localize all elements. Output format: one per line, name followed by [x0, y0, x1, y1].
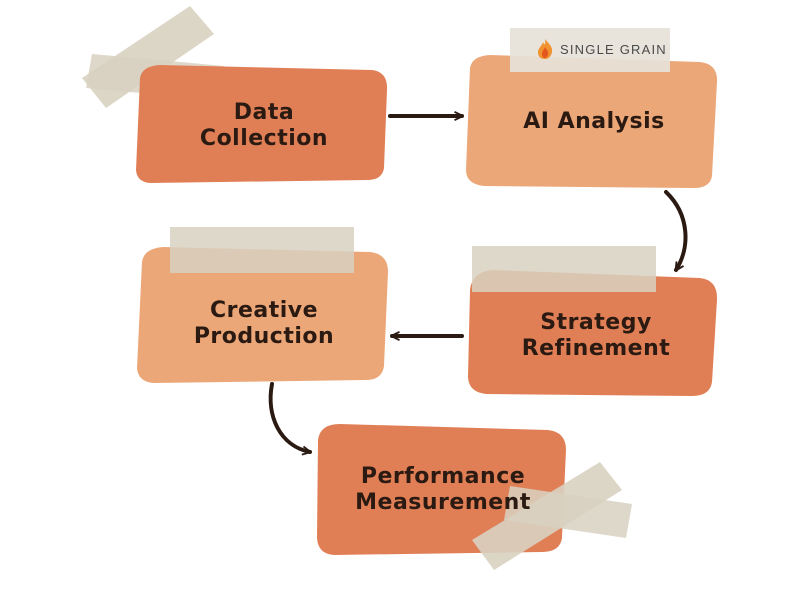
node-box-creative-production [137, 247, 388, 383]
node-label-performance-measurement: Performance Measurement [355, 464, 531, 515]
flame-logo-icon [538, 39, 553, 59]
brand-logo: SINGLE GRAIN [536, 38, 667, 60]
node-box-ai-analysis [466, 55, 718, 188]
node-label-ai-analysis: AI Analysis [523, 109, 665, 134]
brand-name: SINGLE GRAIN [560, 41, 667, 57]
tape-creative-production [170, 227, 354, 273]
tape-bottom-right [472, 462, 632, 570]
node-label-creative-production: Creative Production [193, 298, 335, 349]
tape-strategy-refinement [472, 246, 656, 292]
arrow-ai-to-strategy [664, 190, 688, 272]
arrow-creative-to-performance [268, 382, 312, 452]
node-label-data-collection: Data Collection [199, 100, 329, 151]
node-box-strategy-refinement [468, 270, 718, 396]
node-box-data-collection [136, 65, 388, 183]
tape-ai-analysis [510, 28, 670, 72]
node-label-strategy-refinement: Strategy Refinement [521, 310, 671, 361]
